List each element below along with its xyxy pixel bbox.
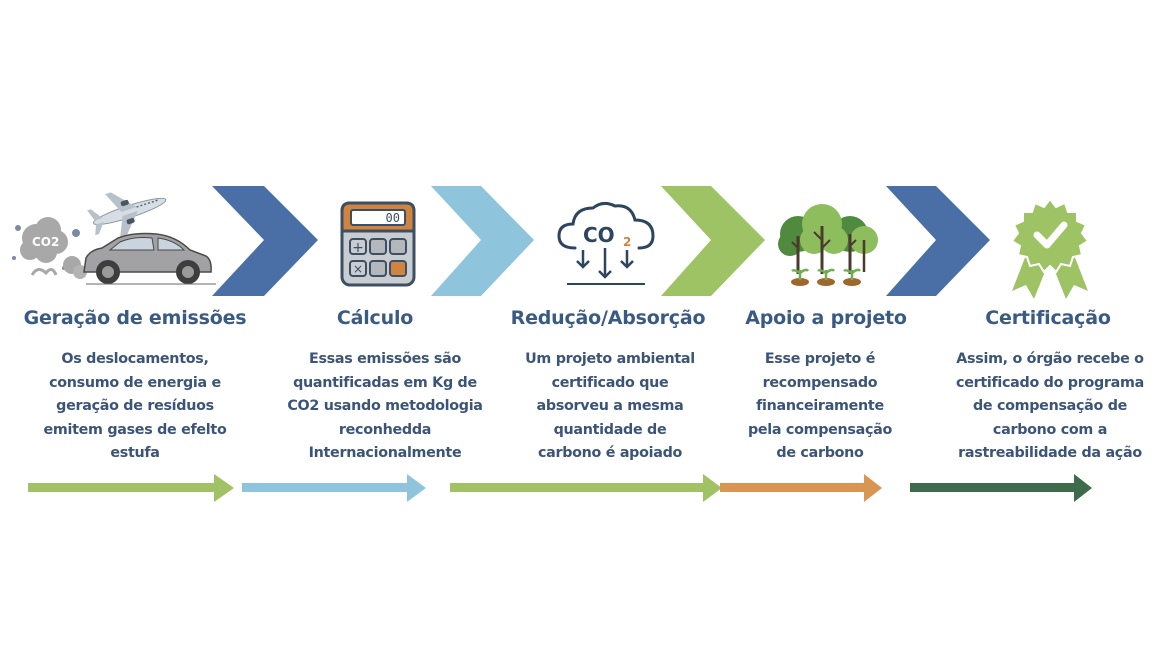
description-line: emitem gases de efelto [43,421,227,438]
chevron-arrow-3 [661,186,765,296]
step-description-reduction: Um projeto ambiental certificado que abs… [510,348,710,466]
progress-arrow-lime [450,474,722,502]
co2-label: CO2 [32,235,59,249]
description-line: certificado do programa [956,374,1144,391]
step-title-certification: Certificação [985,307,1111,329]
description-line: Essas emissões são [308,351,462,367]
progress-arrow-light-blue [242,474,426,502]
step-description-calculation: Essas emissões são quantificadas em Kg d… [275,348,495,466]
progress-arrow-green [28,474,234,502]
cloud-subscript: 2 [623,235,631,249]
step-description-certification: Assim, o órgão recebe o certificado do p… [940,348,1160,466]
description-line: geração de resíduos [56,398,214,414]
description-line: recompensado [762,374,878,391]
description-line: quantidade de [553,421,667,438]
description-line: quantificadas em Kg de [293,374,477,391]
description-line: absorveu a mesma [536,398,684,414]
co2-smoke-icon: CO2 [12,217,87,279]
step-title-support: Apoio a projeto [745,307,907,329]
chevron-arrow-1 [212,186,318,296]
description-line: pela compensação [747,421,893,438]
step-title-reduction: Redução/Absorção [510,307,706,329]
description-line: de carbono [776,445,864,461]
description-line: rastreabilidade da ação [958,445,1142,461]
trees-seedlings-icon [778,204,878,286]
emissions-car-plane-icon: CO2 [12,192,216,285]
car-icon [83,232,216,285]
description-line: financeiramente [756,398,884,414]
cloud-co-label: CO [583,223,615,247]
description-line: carbono com a [992,421,1108,438]
step-title-generation: Geração de emissões [23,307,247,329]
chevron-arrow-2 [431,186,534,296]
svg-text:+: + [352,240,364,256]
progress-arrow-dark-green [910,474,1092,502]
description-line: estufa [110,445,160,461]
description-line: reconhedda [338,421,432,438]
calculator-icon: 00 + × [340,201,416,287]
description-line: Internacionalmente [308,445,462,461]
progress-arrow-orange [720,474,882,502]
description-line: de compensação de [972,398,1128,414]
description-line: Um projeto ambiental [525,351,695,367]
description-line: Esse projeto é [764,351,876,367]
step-description-support: Esse projeto é recompensado financeirame… [730,348,910,466]
svg-text:×: × [353,262,363,276]
description-line: Os deslocamentos, [61,351,209,367]
certificate-badge-icon [1010,197,1090,299]
step-title-calculation: Cálculo [336,307,414,329]
calculator-display: 00 [386,211,400,225]
description-line: consumo de energia e [49,374,221,391]
chevron-arrow-4 [886,186,990,296]
description-line: CO2 usando metodologia [287,398,483,414]
description-line: certificado que [551,374,669,391]
step-description-generation: Os deslocamentos, consumo de energia e g… [10,348,260,466]
seedlings-icon [791,268,862,286]
airplane-icon [87,192,167,240]
description-line: Assim, o órgão recebe o [956,351,1144,367]
description-line: carbono é apoiado [537,445,683,461]
co2-cloud-absorption-icon: CO 2 [557,201,655,285]
